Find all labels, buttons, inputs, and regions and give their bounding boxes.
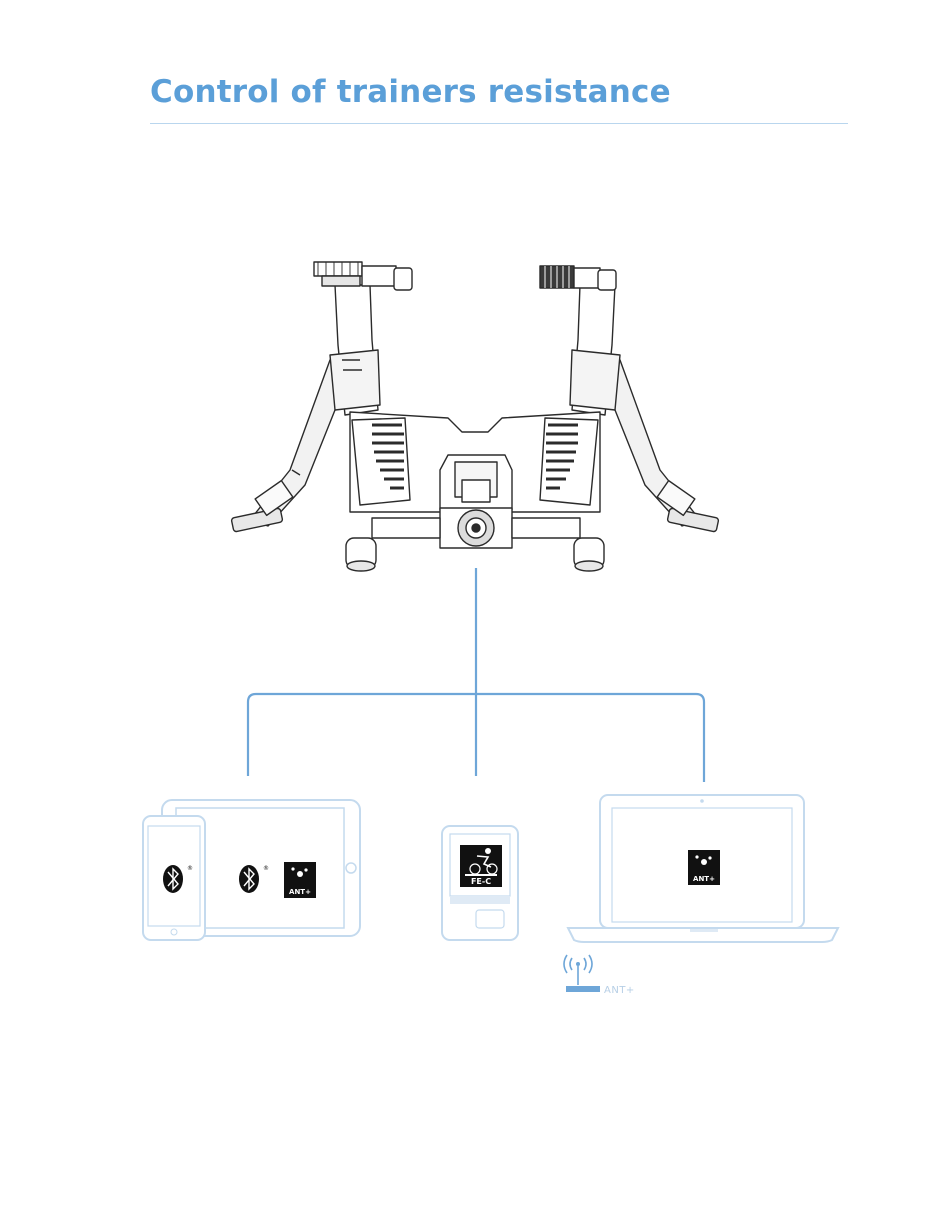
ant-plus-label: ANT+: [693, 875, 715, 883]
svg-text:®: ®: [187, 865, 193, 872]
ant-dongle: ANT+: [564, 955, 635, 996]
ant-plus-icon: ANT+: [284, 862, 316, 898]
ant-dongle-label: ANT+: [604, 985, 635, 996]
connector-lines: [248, 568, 704, 782]
fe-c-label: FE-C: [471, 877, 491, 886]
ant-plus-icon: ANT+: [688, 850, 720, 885]
wireless-signal-icon: [564, 955, 592, 985]
fe-c-cycling-icon: FE-C: [460, 845, 502, 887]
ant-plus-label: ANT+: [289, 888, 311, 896]
head-unit-device: FE-C: [442, 826, 518, 940]
svg-text:®: ®: [263, 865, 269, 872]
bike-trainer-illustration: [231, 262, 719, 571]
laptop-device: ANT+: [568, 795, 838, 942]
tablet-phone-device: ® ® ANT+: [143, 800, 360, 940]
